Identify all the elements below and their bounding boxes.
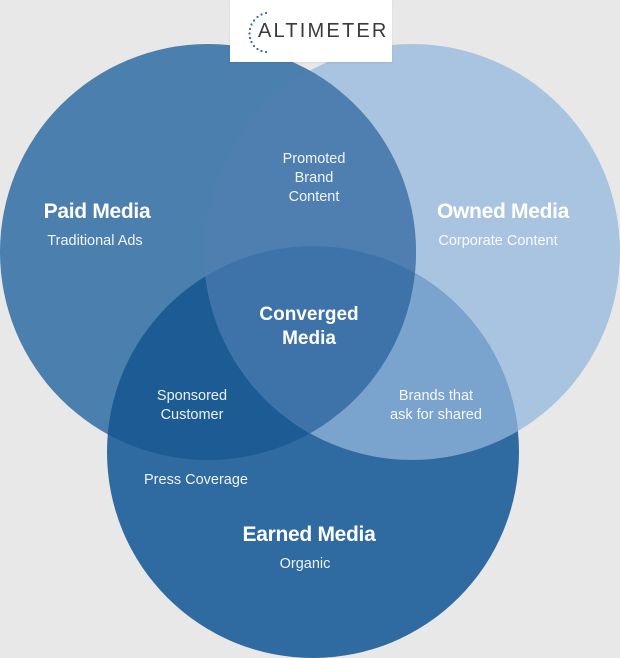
converged-line-2: Media (282, 328, 336, 349)
owned-media-title: Owned Media (436, 200, 570, 223)
paid-media-subtitle: Traditional Ads (47, 233, 143, 249)
paid-earned-line-2: Customer (160, 407, 224, 423)
owned-earned-overlap-label: Brands that ask for shared (390, 387, 482, 425)
earned-media-title: Earned Media (242, 523, 376, 546)
paid-owned-line-2: Brand (294, 170, 334, 186)
paid-earned-overlap-label: Sponsored Customer (157, 387, 227, 425)
paid-owned-overlap-label: Promoted Brand Content (283, 150, 346, 207)
paid-owned-line-3: Content (288, 189, 340, 205)
converged-line-1: Converged (259, 304, 359, 325)
paid-media-title: Paid Media (43, 200, 151, 223)
owned-earned-line-1: Brands that (398, 388, 474, 404)
paid-owned-line-1: Promoted (282, 151, 346, 167)
earned-media-subtitle: Organic (279, 556, 331, 572)
owned-media-subtitle: Corporate Content (438, 233, 558, 249)
altimeter-dial-icon (248, 11, 268, 53)
press-coverage-label: Press Coverage (144, 472, 248, 488)
owned-earned-line-2: ask for shared (390, 407, 482, 423)
paid-earned-line-1: Sponsored (156, 388, 228, 404)
converged-media-label: Converged Media (259, 303, 358, 351)
logo-wordmark: ALTIMETER (258, 20, 389, 42)
altimeter-logo: ALTIMETER (230, 0, 392, 62)
